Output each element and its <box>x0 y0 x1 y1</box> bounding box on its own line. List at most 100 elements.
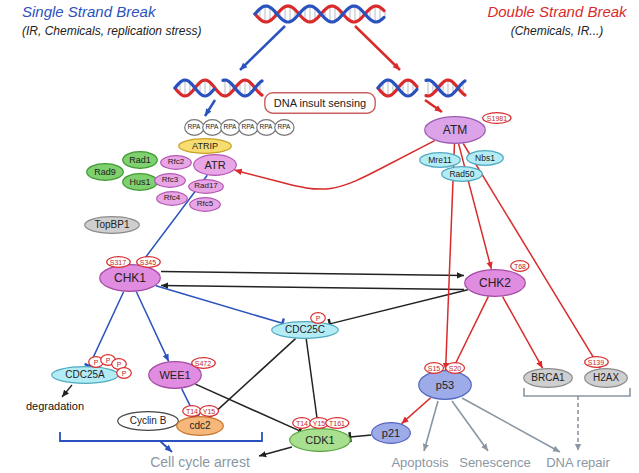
node-label: RPA <box>188 124 201 131</box>
phospho-site: S15 <box>424 362 444 374</box>
node-label: P <box>106 357 111 364</box>
node-label: RPA <box>242 124 255 131</box>
node-label: S20 <box>449 365 461 372</box>
connector <box>161 271 464 275</box>
shape-outline <box>272 322 339 339</box>
sensing-arrow <box>240 26 285 70</box>
rpa-circle: RPA <box>184 119 205 136</box>
shape-outline <box>220 119 239 135</box>
protein-ellipse: H2AX <box>584 368 628 388</box>
node-label: ATR <box>204 160 225 171</box>
connector <box>235 141 435 190</box>
shape-outline <box>190 197 221 211</box>
shape-outline <box>511 261 529 272</box>
phospho-site: S317 <box>106 256 131 268</box>
node-label: p53 <box>436 380 454 391</box>
phospho-site: Y15 <box>199 405 219 417</box>
base-pair <box>285 7 286 22</box>
node-label: ATRIP <box>192 142 218 151</box>
protein-ellipse: CDK1 <box>289 428 351 452</box>
node-label: Hus1 <box>129 178 150 187</box>
base-pair <box>448 80 449 96</box>
shape-outline <box>161 155 192 169</box>
node-label: P <box>316 315 321 322</box>
node-label: Y15 <box>203 408 215 415</box>
node-label: RPA <box>224 124 237 131</box>
sensing-arrow <box>205 100 215 116</box>
dna-strand <box>255 6 384 22</box>
node-label: ATM <box>443 124 467 136</box>
node-label: cdc2 <box>189 421 210 431</box>
shape-outline <box>202 119 221 135</box>
base-pair <box>265 6 266 22</box>
protein-ellipse: Rfc2 <box>160 155 192 170</box>
connector <box>161 285 464 289</box>
protein-ellipse: p53 <box>418 370 472 400</box>
shape-outline <box>118 412 179 431</box>
node-label: BRCA1 <box>531 373 564 383</box>
node-label: p21 <box>382 428 400 439</box>
connector <box>89 292 123 366</box>
connector <box>350 435 371 437</box>
shape-outline <box>446 363 465 374</box>
base-pair <box>335 7 336 22</box>
node-label: Rfc3 <box>162 176 178 184</box>
shape-outline <box>183 406 201 417</box>
protein-ellipse: ATR <box>193 154 237 176</box>
node-label: S345 <box>140 259 156 266</box>
leader-arrow <box>424 401 438 451</box>
dna-strand <box>255 6 384 22</box>
shape-outline <box>420 153 461 168</box>
base-pair <box>310 6 311 22</box>
phospho-site: T14 <box>292 417 312 429</box>
leader-arrow <box>160 441 172 452</box>
phospho-site: S472 <box>191 357 216 369</box>
node-label: CHK2 <box>479 277 511 289</box>
shape-outline <box>274 119 293 135</box>
shape-outline <box>194 155 237 176</box>
node-label: Nbs1 <box>475 154 495 163</box>
shape-outline <box>419 371 472 400</box>
protein-ellipse: Rad17 <box>188 179 224 194</box>
shape-outline <box>584 357 608 368</box>
connector <box>463 143 600 368</box>
shape-outline <box>177 417 224 436</box>
shape-outline <box>117 368 132 379</box>
node-label: Rfc5 <box>197 200 213 208</box>
phosphatase-ellipse: CDC25C <box>271 321 339 339</box>
rpa-circle: RPA <box>220 119 241 136</box>
shape-outline <box>442 167 483 182</box>
base-pair <box>330 6 331 21</box>
free-label: (Chemicals, IR...) <box>511 25 604 38</box>
shape-outline <box>184 119 203 135</box>
node-label: S139 <box>588 359 604 366</box>
node-label: Rfc4 <box>164 194 180 202</box>
connector <box>156 286 282 324</box>
dna-strand <box>175 80 214 96</box>
node-label: RPA <box>206 124 219 131</box>
shape-outline <box>179 139 232 154</box>
phospho-site: S345 <box>136 256 161 268</box>
dna-strand <box>378 80 417 96</box>
phospho-site: T68 <box>510 260 530 272</box>
shape-outline <box>238 119 257 135</box>
free-label: degradation <box>26 400 84 412</box>
protein-ellipse: Rfc5 <box>189 197 221 212</box>
shape-outline <box>87 164 124 181</box>
node-label: T14 <box>186 408 198 415</box>
free-label: Cell cycle arrest <box>150 455 250 470</box>
base-pair <box>375 6 376 22</box>
node-label: P <box>117 361 122 368</box>
shape-outline <box>293 418 311 429</box>
base-pair <box>408 80 409 96</box>
node-label: P <box>122 370 127 377</box>
node-label: Rad50 <box>449 170 474 179</box>
process-box: DNA insult sensing <box>264 92 376 114</box>
rpa-circle: RPA <box>256 119 277 136</box>
shape-outline <box>155 173 186 187</box>
node-label: CDC25A <box>65 370 104 380</box>
shape-outline <box>136 257 160 268</box>
node-label: Rad9 <box>94 168 116 177</box>
node-label: H2AX <box>593 373 619 383</box>
